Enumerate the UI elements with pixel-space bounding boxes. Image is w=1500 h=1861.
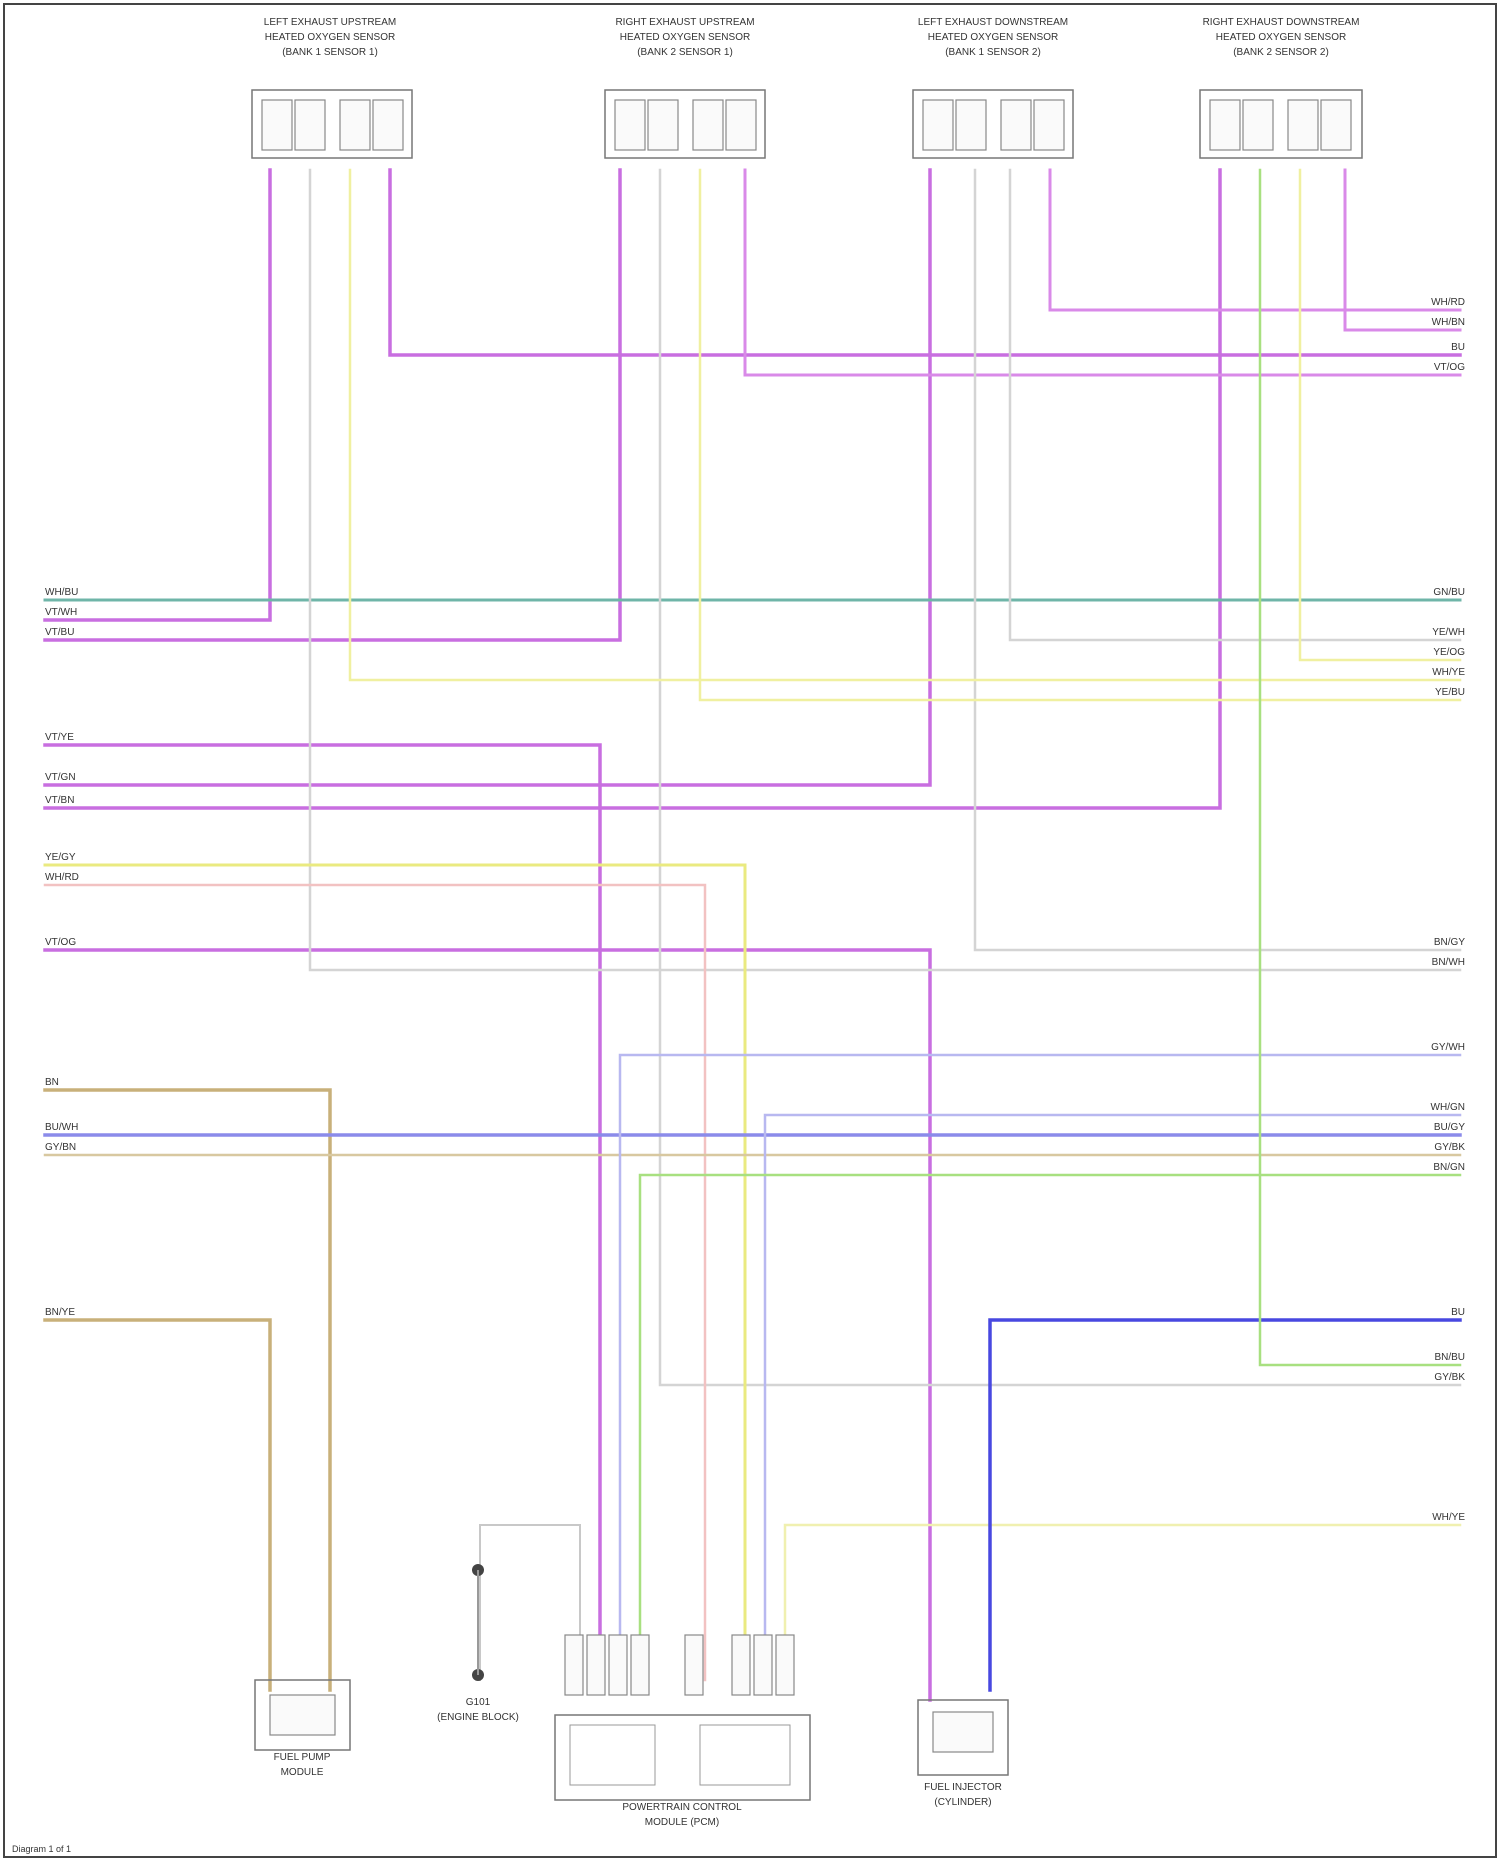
wire-label: WH/YE (1432, 667, 1465, 678)
wire-label: WH/RD (1431, 297, 1465, 308)
diagram-frame (4, 4, 1496, 1857)
wire-label: BN/GY (1434, 937, 1465, 948)
component-label: RIGHT EXHAUST DOWNSTREAM (1203, 17, 1360, 28)
wire-label: BU/WH (45, 1122, 78, 1133)
wire-label: GY/BN (45, 1142, 76, 1153)
wire-label: VT/BN (45, 795, 74, 806)
oxygen-sensor-bank1-sensor1: LEFT EXHAUST UPSTREAM HEATED OXYGEN SENS… (252, 17, 412, 158)
wire-grey (310, 170, 1460, 970)
wire-label: YE/BU (1435, 687, 1465, 698)
wire-label: BN/BU (1434, 1352, 1465, 1363)
wire-label: BN/GN (1433, 1162, 1465, 1173)
wire-violet (45, 170, 270, 620)
component-label: G101 (466, 1697, 491, 1708)
component-label: LEFT EXHAUST UPSTREAM (264, 17, 396, 28)
wire-label: WH/BN (1432, 317, 1465, 328)
wire-violet (45, 170, 1220, 808)
wire-tan (45, 1320, 270, 1690)
oxygen-sensor-bank2-sensor2: RIGHT EXHAUST DOWNSTREAM HEATED OXYGEN S… (1200, 17, 1362, 158)
wire-label: GY/WH (1431, 1042, 1465, 1053)
wire-yellow (785, 1525, 1460, 1680)
wire-label: BN/YE (45, 1307, 75, 1318)
component-label: (BANK 2 SENSOR 1) (637, 47, 733, 58)
component-label: HEATED OXYGEN SENSOR (928, 32, 1058, 43)
component-label: (ENGINE BLOCK) (437, 1712, 519, 1723)
wire-violet (45, 170, 930, 785)
wire-label: BU (1451, 342, 1465, 353)
wire-label: WH/RD (45, 872, 79, 883)
wires (45, 170, 1460, 1700)
wire-label: YE/WH (1432, 627, 1465, 638)
wire-label: VT/YE (45, 732, 74, 743)
component-label: POWERTRAIN CONTROL (622, 1802, 742, 1813)
wire-label: YE/GY (45, 852, 76, 863)
wire-label: BU (1451, 1307, 1465, 1318)
wire-label: VT/OG (1434, 362, 1465, 373)
component-label: RIGHT EXHAUST UPSTREAM (615, 17, 754, 28)
wire-blue (765, 1115, 1460, 1680)
wire-green (1260, 170, 1460, 1365)
component-label: HEATED OXYGEN SENSOR (1216, 32, 1346, 43)
wire-grey (975, 170, 1460, 950)
wire-violet (45, 170, 620, 640)
wire-grey (660, 170, 1460, 1385)
component-label: MODULE (PCM) (645, 1817, 719, 1828)
wire-grey (1010, 170, 1460, 640)
wire-violet (45, 950, 930, 1700)
wire-label: GY/BK (1434, 1372, 1465, 1383)
component-label: HEATED OXYGEN SENSOR (265, 32, 395, 43)
component-label: FUEL INJECTOR (924, 1782, 1002, 1793)
wire-label: VT/OG (45, 937, 76, 948)
fuel-pump-module: FUEL PUMP MODULE (255, 1680, 350, 1778)
right-wire-labels: WH/RD WH/BN BU VT/OG GN/BU YE/WH YE/OG W… (1431, 297, 1466, 1523)
fuel-injector: FUEL INJECTOR (CYLINDER) (918, 1700, 1008, 1808)
wire-pink (45, 885, 705, 1680)
wire-green (640, 1175, 1460, 1640)
powertrain-control-module: POWERTRAIN CONTROL MODULE (PCM) (555, 1635, 810, 1828)
diagram-footer: Diagram 1 of 1 (12, 1844, 71, 1854)
component-label: HEATED OXYGEN SENSOR (620, 32, 750, 43)
wire-tan (45, 1090, 330, 1690)
component-label: FUEL PUMP (274, 1752, 331, 1763)
wire-label: GY/BK (1434, 1142, 1465, 1153)
component-label: MODULE (281, 1767, 324, 1778)
left-wire-labels: WH/BU VT/WH VT/BU VT/YE VT/GN VT/BN YE/G… (45, 587, 79, 1318)
wire-label: VT/BU (45, 627, 74, 638)
component-label: (BANK 2 SENSOR 2) (1233, 47, 1329, 58)
wire-label: BU/GY (1434, 1122, 1465, 1133)
wire-label: BN (45, 1077, 59, 1088)
component-label: (BANK 1 SENSOR 2) (945, 47, 1041, 58)
wire-violet (745, 170, 1460, 375)
wire-label: VT/WH (45, 607, 77, 618)
wire-label: YE/OG (1433, 647, 1465, 658)
wire-label: WH/YE (1432, 1512, 1465, 1523)
ground-point: G101 (ENGINE BLOCK) (437, 1564, 519, 1723)
wire-violet (1050, 170, 1460, 310)
component-label: LEFT EXHAUST DOWNSTREAM (918, 17, 1068, 28)
wire-label: VT/GN (45, 772, 76, 783)
wire-label: BN/WH (1432, 957, 1465, 968)
oxygen-sensor-bank1-sensor2: LEFT EXHAUST DOWNSTREAM HEATED OXYGEN SE… (913, 17, 1073, 158)
wire-yellow (350, 170, 1460, 680)
component-label: (CYLINDER) (934, 1797, 991, 1808)
wire-label: WH/GN (1431, 1102, 1465, 1113)
wire-label: GN/BU (1433, 587, 1465, 598)
component-label: (BANK 1 SENSOR 1) (282, 47, 378, 58)
wire-label: WH/BU (45, 587, 78, 598)
oxygen-sensor-bank2-sensor1: RIGHT EXHAUST UPSTREAM HEATED OXYGEN SEN… (605, 17, 765, 158)
wire-violet (45, 745, 600, 1640)
wire-blue (990, 1320, 1460, 1690)
